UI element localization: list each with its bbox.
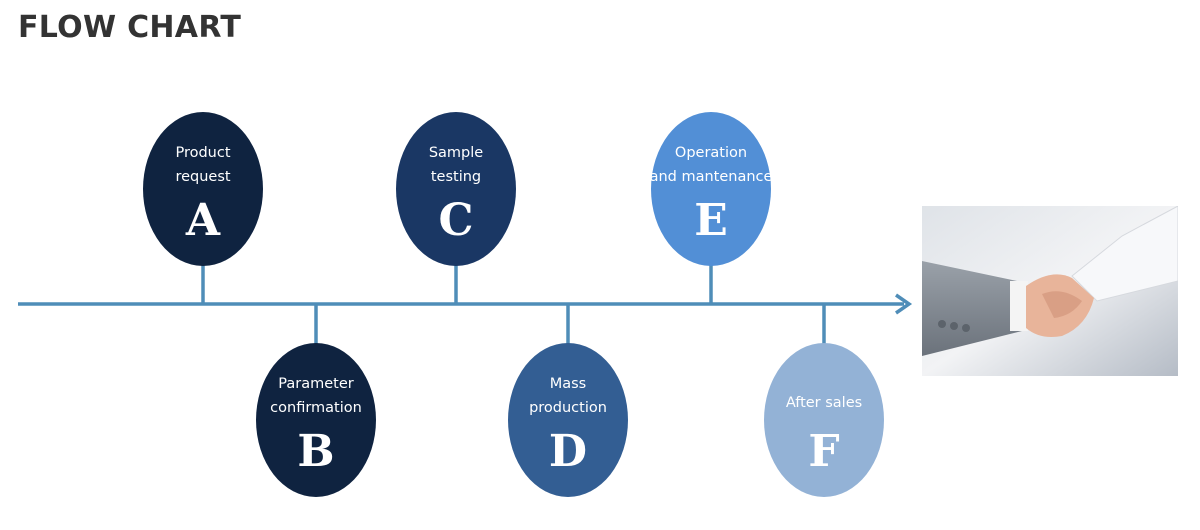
step-label: production (529, 400, 607, 416)
step-letter: A (185, 195, 221, 246)
step-label: Sample (429, 145, 483, 161)
step-label: Product (175, 145, 230, 161)
step-letter: C (438, 195, 473, 246)
step-label: request (175, 169, 230, 185)
step-label: After sales (786, 395, 862, 411)
step-ellipse (143, 112, 263, 266)
step-ellipse (651, 112, 771, 266)
step-letter: E (694, 195, 728, 246)
step-label: confirmation (270, 400, 362, 416)
handshake-photo (922, 206, 1178, 376)
step-label: testing (431, 169, 481, 185)
step-ellipse (256, 343, 376, 497)
step-letter: B (297, 426, 334, 477)
timeline-arrow-icon (895, 293, 913, 315)
step-ellipse (396, 112, 516, 266)
step-ellipse (508, 343, 628, 497)
step-letter: F (808, 426, 839, 477)
step-label: Mass (550, 376, 587, 392)
step-letter: D (549, 426, 587, 477)
step-ellipse (764, 343, 884, 497)
step-label: Operation (675, 145, 747, 161)
step-label: Parameter (278, 376, 353, 392)
page-title: FLOW CHART (18, 10, 242, 45)
step-label: and mantenance (650, 169, 773, 185)
handshake-icon (922, 206, 1178, 376)
